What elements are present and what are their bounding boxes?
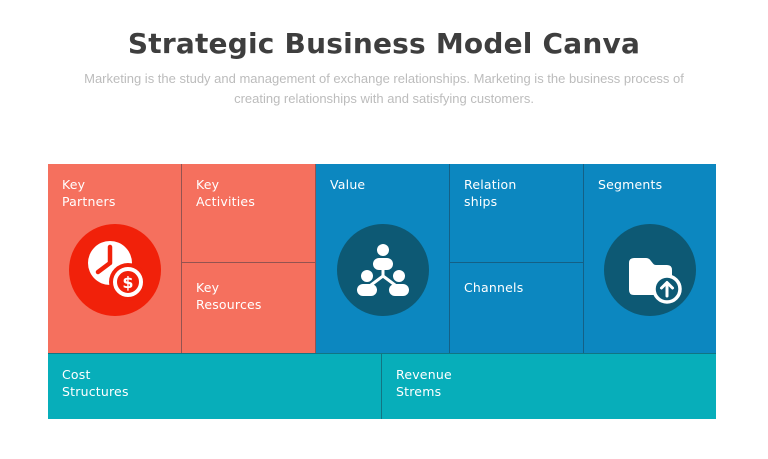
revenue-streams-label: Revenue Strems [396,367,452,400]
svg-text:$: $ [122,273,133,292]
segments-label: Segments [598,177,663,192]
canvas-top-section: Key Partners $ Key Activities Value [48,164,716,353]
channels-label: Channels [464,280,524,295]
key-activities-label: Key Activities [196,177,256,210]
block-channels: Channels [450,263,584,353]
block-cost-structures: Cost Structures [48,353,382,419]
block-revenue-streams: Revenue Strems [382,353,716,419]
block-value: Value [316,164,450,353]
key-resources-label: Key Resources [196,280,262,313]
block-key-partners: Key Partners $ [48,164,182,353]
value-label: Value [330,177,366,192]
canvas-bottom-section: Cost Structures Revenue Strems [48,353,716,419]
cost-structures-label: Cost Structures [62,367,129,400]
key-partners-label: Key Partners [62,177,116,210]
time-money-icon: $ [68,224,161,316]
page-subtitle: Marketing is the study and management of… [84,71,684,107]
page-title: Strategic Business Model Canva [127,27,641,60]
block-relationships: Relation ships [450,164,584,263]
relationships-label: Relation ships [464,177,517,210]
org-structure-icon [336,224,429,316]
block-key-activities: Key Activities [182,164,316,263]
folder-upload-icon [604,224,696,316]
block-segments: Segments [584,164,716,353]
business-model-canvas: Key Partners $ Key Activities Value [48,164,716,419]
slide-header: Strategic Business Model Canva Marketing… [0,27,768,109]
block-key-resources: Key Resources [182,263,316,353]
